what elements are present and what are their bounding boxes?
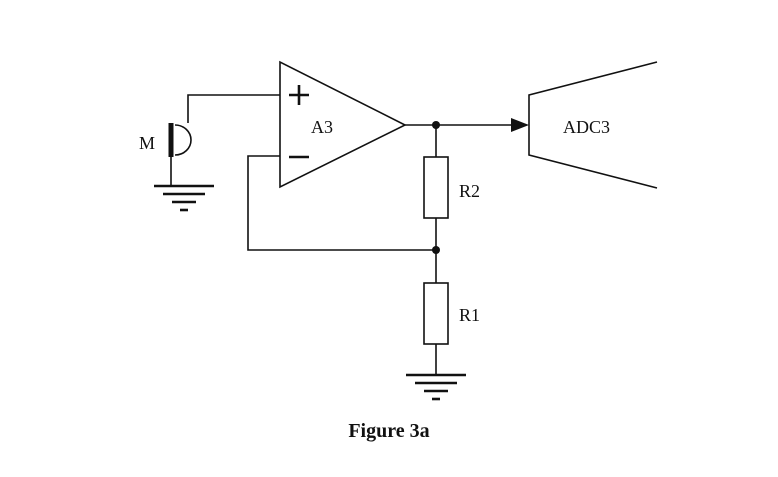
mic-label: M [139, 133, 155, 153]
junction-feedback [432, 246, 440, 254]
mic-body [174, 124, 192, 156]
wire-feedback [247, 155, 436, 251]
plus-sign [289, 85, 309, 105]
wire-mic-to-plus [187, 94, 280, 123]
bottom-ground-symbol [406, 373, 466, 401]
r2-label: R2 [459, 181, 480, 201]
adc-label: ADC3 [563, 117, 610, 137]
opamp-triangle [279, 60, 407, 189]
mic-ground-symbol [154, 184, 214, 212]
r1-label: R1 [459, 305, 480, 325]
resistor-r2 [423, 156, 449, 219]
adc-block [528, 61, 658, 189]
resistor-r1 [423, 282, 449, 345]
arrowhead [511, 118, 529, 132]
figure-caption: Figure 3a [348, 420, 430, 442]
opamp-label: A3 [311, 117, 333, 137]
junction-output [432, 121, 440, 129]
